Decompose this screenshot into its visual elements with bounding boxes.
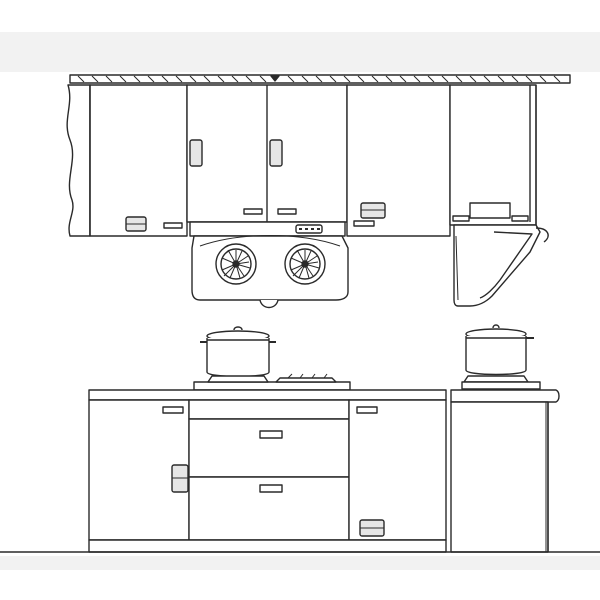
end-wall-cabinet-slot-right — [511, 215, 529, 222]
cooktop-burner — [275, 377, 337, 383]
bottom-background-band — [0, 556, 600, 570]
left-fan-icon — [215, 243, 257, 285]
range-hood — [189, 221, 349, 309]
drawer-top-handle — [259, 430, 283, 439]
double-door-left-handle — [189, 139, 203, 167]
base-plinth — [88, 539, 447, 553]
right-base-cabinet-slot — [356, 406, 378, 414]
top-background-band — [0, 32, 600, 72]
double-door-right-handle — [269, 139, 283, 167]
range-hood-outlet — [259, 299, 279, 309]
double-door-left-slot — [243, 208, 263, 215]
double-door-right-slot — [277, 208, 297, 215]
drawer-top-rail — [188, 399, 350, 420]
side-hood — [453, 224, 549, 307]
crown-molding — [69, 74, 571, 84]
left-wall-cabinet-slot — [163, 222, 183, 229]
right-wall-cabinet — [346, 84, 451, 237]
right-wall-cabinet-slot — [353, 220, 375, 227]
range-hood-control-panel — [295, 224, 323, 234]
drawer-top — [188, 418, 350, 478]
right-base-cabinet — [348, 399, 447, 541]
drawer-stack — [188, 399, 350, 541]
side-pot — [461, 324, 541, 390]
main-countertop — [88, 389, 447, 401]
double-door-cabinet — [186, 84, 348, 223]
drawer-bottom-handle — [259, 484, 283, 493]
side-hood-knob — [535, 227, 549, 243]
right-fan-icon — [284, 243, 326, 285]
end-wall-cabinet-box — [469, 202, 511, 219]
left-wall-cabinet — [66, 84, 188, 237]
side-base-cabinet — [450, 389, 560, 553]
end-wall-cabinet — [449, 84, 537, 226]
left-base-cabinet-slot — [162, 406, 184, 414]
molding-center-mark — [270, 75, 280, 82]
main-pot — [200, 326, 276, 378]
cooktop — [193, 373, 351, 391]
left-base-cabinet — [88, 399, 190, 541]
end-wall-cabinet-slot-left — [452, 215, 470, 222]
drawer-bottom — [188, 476, 350, 541]
